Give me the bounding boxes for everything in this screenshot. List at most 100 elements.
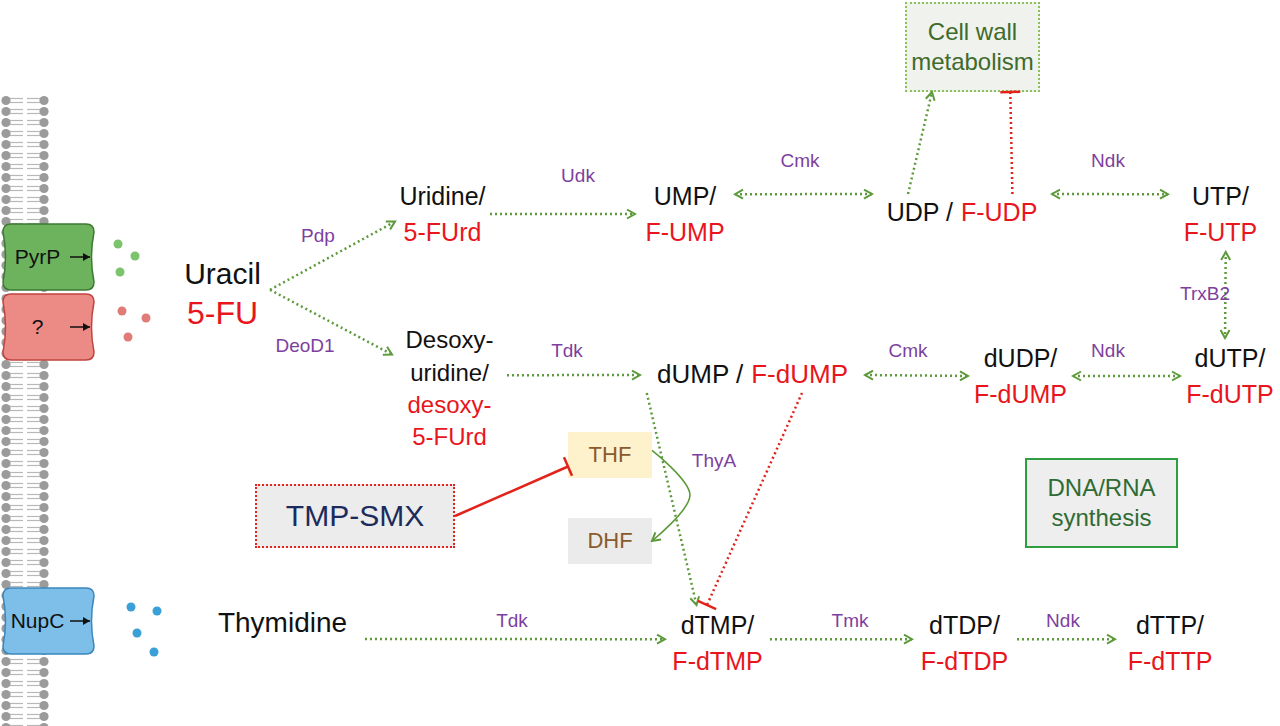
inhibition-line [455, 467, 568, 517]
analog-label: F-dTTP [1128, 643, 1213, 679]
analog-label: F-UDP [961, 197, 1037, 227]
node-label: dTDP/ [929, 607, 1000, 643]
metabolite: dTMP/F-dTMP [665, 605, 770, 681]
uracil-dot [116, 268, 125, 277]
metabolite: dTDP/F-dTDP [912, 605, 1017, 681]
node-label: dUMP / [657, 359, 743, 390]
node-label: UDP / [887, 197, 953, 227]
node-label: UMP/ [654, 178, 717, 214]
enzyme-label: TrxB2 [1180, 284, 1230, 305]
enzyme-label: Cmk [780, 151, 819, 172]
reaction-arrow [1017, 638, 1115, 641]
node-label: ? [32, 312, 44, 342]
fluorouracil-dot [124, 333, 133, 342]
analog-label: F-dUTP [1186, 376, 1274, 412]
reaction-arrow [770, 638, 912, 641]
node-label: NupC [11, 606, 65, 636]
enzyme-label: Tmk [832, 611, 869, 632]
reaction-arrow [1073, 375, 1180, 378]
analog-label: desoxy- 5-FUrd [396, 389, 503, 454]
metabolite: dUDP/F-dUMP [968, 338, 1073, 414]
transporter-protein: PyrP [2, 222, 95, 292]
node-label: dUTP/ [1195, 340, 1266, 376]
metabolite: UDP / F-UDP [872, 194, 1052, 230]
inhibition-line [1010, 92, 1012, 194]
cofactor-box: DHF [568, 518, 652, 564]
reaction-arrow [507, 374, 640, 377]
reaction-arrow [652, 450, 690, 541]
node-label: Cell wall metabolism [911, 17, 1034, 77]
node-label: DNA/RNA synthesis [1031, 473, 1172, 533]
metabolite: dUTP/F-dUTP [1180, 338, 1280, 414]
metabolite: dUMP / F-dUMP [640, 357, 865, 393]
transporter-outline [3, 224, 94, 290]
enzyme-label: ThyA [692, 451, 736, 472]
thymidine-dot [150, 648, 159, 657]
metabolite: UMP/F-UMP [635, 176, 735, 252]
thymidine-dot [133, 629, 142, 638]
node-label: Desoxy- uridine/ [396, 324, 503, 389]
metabolite: UTP/F-UTP [1168, 176, 1273, 252]
enzyme-label: Pdp [301, 226, 335, 247]
metabolite: Uracil5-FU [175, 252, 270, 336]
transporter-protein: ? [2, 292, 95, 362]
uracil-dot [114, 240, 123, 249]
node-label: dTMP/ [681, 607, 755, 643]
metabolite: Desoxy- uridine/desoxy- 5-FUrd [392, 320, 507, 458]
node-label: dUDP/ [984, 340, 1058, 376]
node-label: TMP-SMX [286, 498, 424, 534]
transporter-shape [2, 292, 95, 362]
analog-label: 5-FU [187, 293, 258, 335]
metabolite: Uridine/5-FUrd [395, 176, 490, 252]
transport-arrow [70, 620, 90, 622]
node-label: dTTP/ [1136, 607, 1204, 643]
analog-label: 5-FUrd [404, 214, 482, 250]
analog-label: F-dUMP [751, 359, 848, 390]
thymidine-dot [153, 607, 162, 616]
enzyme-label: Tdk [551, 341, 583, 362]
enzyme-label: DeoD1 [275, 336, 334, 357]
molecule-dots [114, 240, 162, 657]
inhibition-line [707, 393, 802, 605]
reaction-arrow [365, 638, 665, 641]
fluorouracil-dot [118, 307, 127, 316]
reaction-arrow [647, 393, 697, 605]
reaction-arrow [490, 213, 635, 216]
analog-label: F-dTDP [921, 643, 1009, 679]
node-label: THF [589, 442, 632, 468]
node-label: UTP/ [1192, 178, 1249, 214]
metabolite: Thymidine [200, 603, 365, 643]
enzyme-label: Cmk [888, 341, 927, 362]
node-label: Uracil [184, 254, 261, 293]
transporter-outline [3, 588, 94, 654]
node-label: Uridine/ [399, 178, 485, 214]
cofactor-box: THF [568, 432, 652, 478]
enzyme-label: Ndk [1091, 151, 1125, 172]
enzyme-label: Ndk [1091, 341, 1125, 362]
reaction-arrow [1052, 193, 1168, 196]
process-box: DNA/RNA synthesis [1025, 458, 1178, 548]
transport-arrow [70, 326, 90, 328]
fluorouracil-dot [142, 314, 151, 323]
node-label: Thymidine [218, 606, 347, 640]
connectors [270, 92, 1226, 639]
enzyme-label: Tdk [496, 611, 528, 632]
node-label: PyrP [15, 242, 61, 272]
node-label: DHF [587, 528, 632, 554]
analog-label: F-dUMP [974, 376, 1067, 412]
transporter-outline [3, 294, 94, 360]
drug-box: TMP-SMX [255, 484, 455, 548]
transporter-protein: NupC [2, 586, 95, 656]
analog-label: F-dTMP [672, 643, 762, 679]
enzyme-label: Udk [561, 166, 595, 187]
analog-label: F-UMP [645, 214, 724, 250]
reaction-arrow [270, 222, 395, 290]
metabolite: dTTP/F-dTTP [1115, 605, 1225, 681]
transport-arrow [70, 256, 90, 258]
reaction-arrow [908, 92, 932, 194]
